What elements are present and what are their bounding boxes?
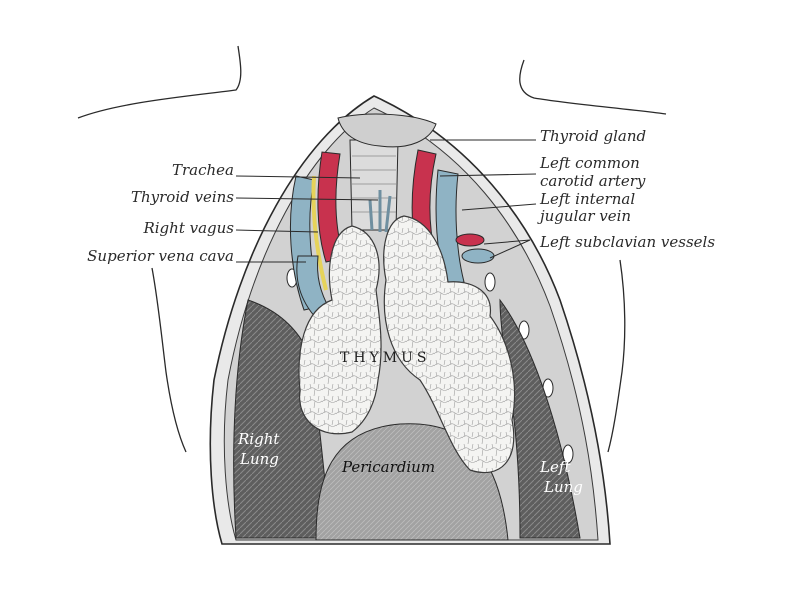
label-thyroid-veins: Thyroid veins	[130, 188, 234, 206]
leader-left-subclavian-1	[483, 239, 531, 245]
label-left-subclavian-vessels: Left subclavian vessels	[540, 233, 716, 251]
label-thymus: THYMUS	[340, 350, 431, 366]
label-right-lung-line2: Lung	[240, 450, 279, 468]
thyroid-veins	[368, 190, 392, 233]
thymus-right-lobe	[298, 225, 382, 435]
label-left-common-carotid-line2: carotid artery	[540, 172, 646, 190]
right-vagus-nerve	[311, 175, 328, 291]
leader-right-vagus	[235, 229, 319, 233]
leader-trachea	[235, 175, 361, 179]
thyroid-gland	[337, 113, 437, 148]
label-superior-vena-cava: Superior vena cava	[87, 247, 234, 265]
thymus-gland	[298, 215, 516, 474]
leader-lines	[235, 139, 537, 263]
label-left-common-carotid-line1: Left common	[540, 154, 640, 172]
label-right-vagus: Right vagus	[143, 219, 234, 237]
right-flank-outline	[151, 267, 187, 453]
label-left-internal-jugular-line1: Left internal	[540, 190, 636, 208]
label-thyroid-gland: Thyroid gland	[540, 127, 647, 145]
leader-left-internal-jugular	[461, 203, 537, 211]
left-shoulder-outline	[519, 59, 667, 115]
left-subclavian-artery	[455, 233, 485, 247]
left-subclavian-vein	[461, 248, 495, 264]
label-left-lung-line2: Lung	[544, 478, 583, 496]
leader-thyroid-veins	[235, 197, 379, 201]
left-flank-outline	[607, 259, 626, 453]
leader-left-subclavian-2	[489, 239, 531, 259]
trachea	[349, 139, 399, 231]
right-shoulder-outline	[77, 45, 242, 119]
label-pericardium: Pericardium	[342, 458, 436, 476]
label-trachea: Trachea	[172, 161, 234, 179]
thymus-left-lobe	[383, 215, 516, 474]
label-left-lung-line1: Left	[540, 458, 571, 476]
leader-left-common-carotid	[439, 173, 537, 177]
label-right-lung-line1: Right	[238, 430, 280, 448]
body-outline	[77, 45, 667, 453]
label-left-internal-jugular-line2: jugular vein	[540, 207, 632, 225]
